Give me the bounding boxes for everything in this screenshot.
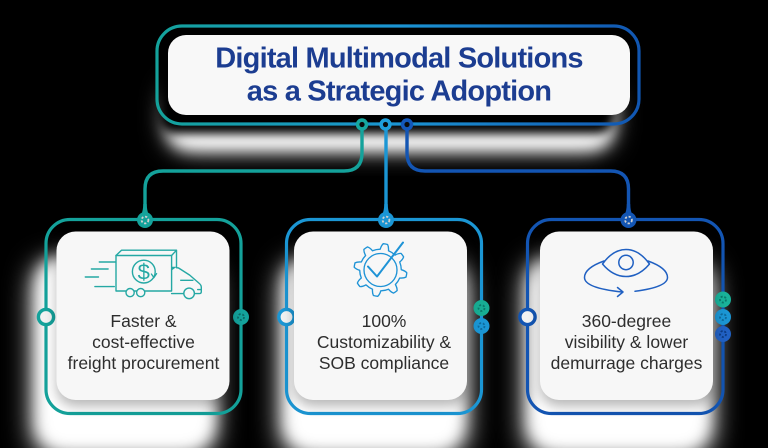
svg-text:Digital Multimodal Solutions: Digital Multimodal Solutions xyxy=(215,43,582,75)
svg-text:360-degree: 360-degree xyxy=(582,311,672,331)
svg-text:100%: 100% xyxy=(362,311,407,331)
svg-text:as a Strategic Adoption: as a Strategic Adoption xyxy=(247,76,551,108)
svg-text:Faster &: Faster & xyxy=(110,311,176,331)
svg-text:visibility & lower: visibility & lower xyxy=(565,332,689,352)
svg-text:demurrage charges: demurrage charges xyxy=(551,353,703,373)
svg-text:SOB compliance: SOB compliance xyxy=(319,353,449,373)
svg-text:freight procurement: freight procurement xyxy=(68,353,220,373)
svg-text:cost-effective: cost-effective xyxy=(92,332,195,352)
svg-text:$: $ xyxy=(138,260,150,285)
svg-text:Customizability &: Customizability & xyxy=(317,332,452,352)
